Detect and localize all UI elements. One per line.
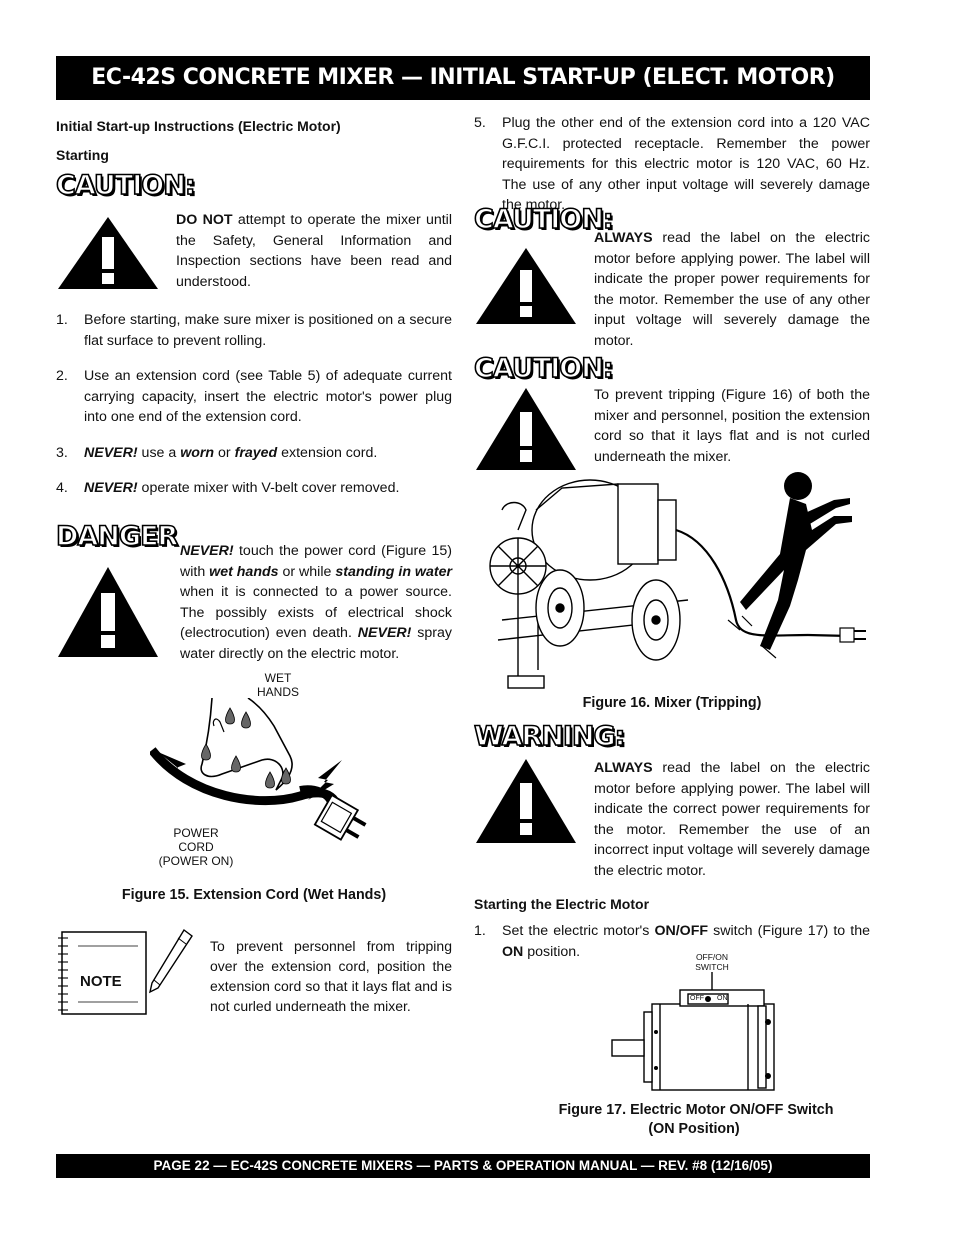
subheading-starting: Starting xyxy=(56,147,109,163)
figure16-caption: Figure 16. Mixer (Tripping) xyxy=(582,695,762,711)
caution-label-2: CAUTION: xyxy=(473,203,614,236)
section-heading: Initial Start-up Instructions (Electric … xyxy=(56,118,341,134)
warning-triangle-icon-4 xyxy=(476,759,576,843)
warning-text: ALWAYS read the label on the electric mo… xyxy=(594,760,870,879)
caution-label-3: CAUTION: xyxy=(473,352,614,385)
list-item: 2.Use an extension cord (see Table 5) of… xyxy=(56,368,452,425)
warning-triangle-icon-3 xyxy=(476,388,576,470)
note-label: NOTE xyxy=(80,973,122,990)
mixer-tripping-illustration xyxy=(489,472,866,689)
caution2-text: ALWAYS read the label on the electric mo… xyxy=(594,230,870,349)
danger-text: NEVER! touch the power cord (Figure 15) … xyxy=(180,543,452,662)
list-item: 4.NEVER! operate mixer with V-belt cover… xyxy=(56,480,400,496)
danger-label: DANGER xyxy=(55,520,179,553)
warning-triangle-icon-2 xyxy=(476,248,576,324)
list-item: 1.Set the electric motor's ON/OFF switch… xyxy=(474,923,870,960)
figure15-caption: Figure 15. Extension Cord (Wet Hands) xyxy=(121,887,387,903)
motor-steps-list: 1.Set the electric motor's ON/OFF switch… xyxy=(474,921,870,962)
list-item: 3.NEVER! use a worn or frayed extension … xyxy=(56,444,378,461)
danger-triangle-icon xyxy=(58,567,158,657)
step5-list: 5.Plug the other end of the extension co… xyxy=(474,113,870,216)
switch-on-label: ON xyxy=(717,995,728,1002)
switch-off-label: OFF xyxy=(690,995,704,1002)
pencil-icon xyxy=(148,928,193,994)
start-steps-list: 1.Before starting, make sure mixer is po… xyxy=(56,310,452,499)
warning-label: WARNING: xyxy=(473,720,626,753)
page-title: EC-42S CONCRETE MIXER — INITIAL START-UP… xyxy=(56,56,870,100)
caution-label: CAUTION: xyxy=(55,169,196,202)
list-item: 1.Before starting, make sure mixer is po… xyxy=(56,312,452,349)
wet-hands-cord-illustration xyxy=(150,698,367,841)
electric-motor-illustration xyxy=(611,972,775,1091)
note-text: To prevent personnel from tripping over … xyxy=(210,938,452,1014)
note-notebook-icon xyxy=(58,931,147,1015)
caution3-text: To prevent tripping (Figure 16) of both … xyxy=(594,387,870,465)
list-item: 5.Plug the other end of the extension co… xyxy=(474,115,870,213)
page-footer: PAGE 22 — EC-42S CONCRETE MIXERS — PARTS… xyxy=(56,1154,870,1178)
starting-motor-heading: Starting the Electric Motor xyxy=(474,896,650,912)
figure17-caption: Figure 17. Electric Motor ON/OFF Switch … xyxy=(558,1102,834,1137)
warning-triangle-icon xyxy=(58,217,158,289)
caution-text: DO NOT attempt to operate the mixer unti… xyxy=(176,212,452,290)
